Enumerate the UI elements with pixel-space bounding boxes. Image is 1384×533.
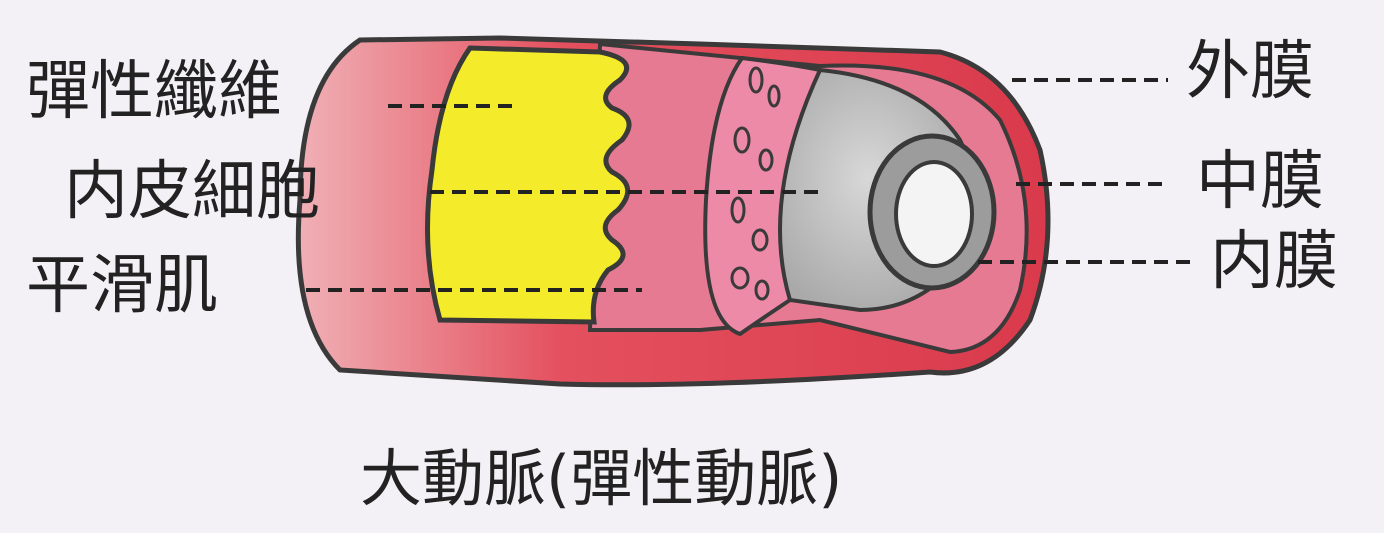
elastic-fiber-band (425, 45, 632, 325)
leader-lines (306, 78, 1190, 292)
elastic-fiber-label: 彈性纖維 (26, 55, 282, 129)
adventitia-label: 外膜 (1186, 35, 1314, 109)
diagram-title: 大動脈(彈性動脈) (360, 442, 843, 515)
intima-label: 内膜 (1210, 225, 1338, 299)
smooth-muscle-label: 平滑肌 (26, 249, 218, 323)
media-label: 中膜 (1196, 145, 1324, 219)
endothelial-cell-label: 内皮細胞 (64, 155, 320, 229)
endothelial-cells (730, 66, 781, 301)
lumen (894, 160, 974, 268)
